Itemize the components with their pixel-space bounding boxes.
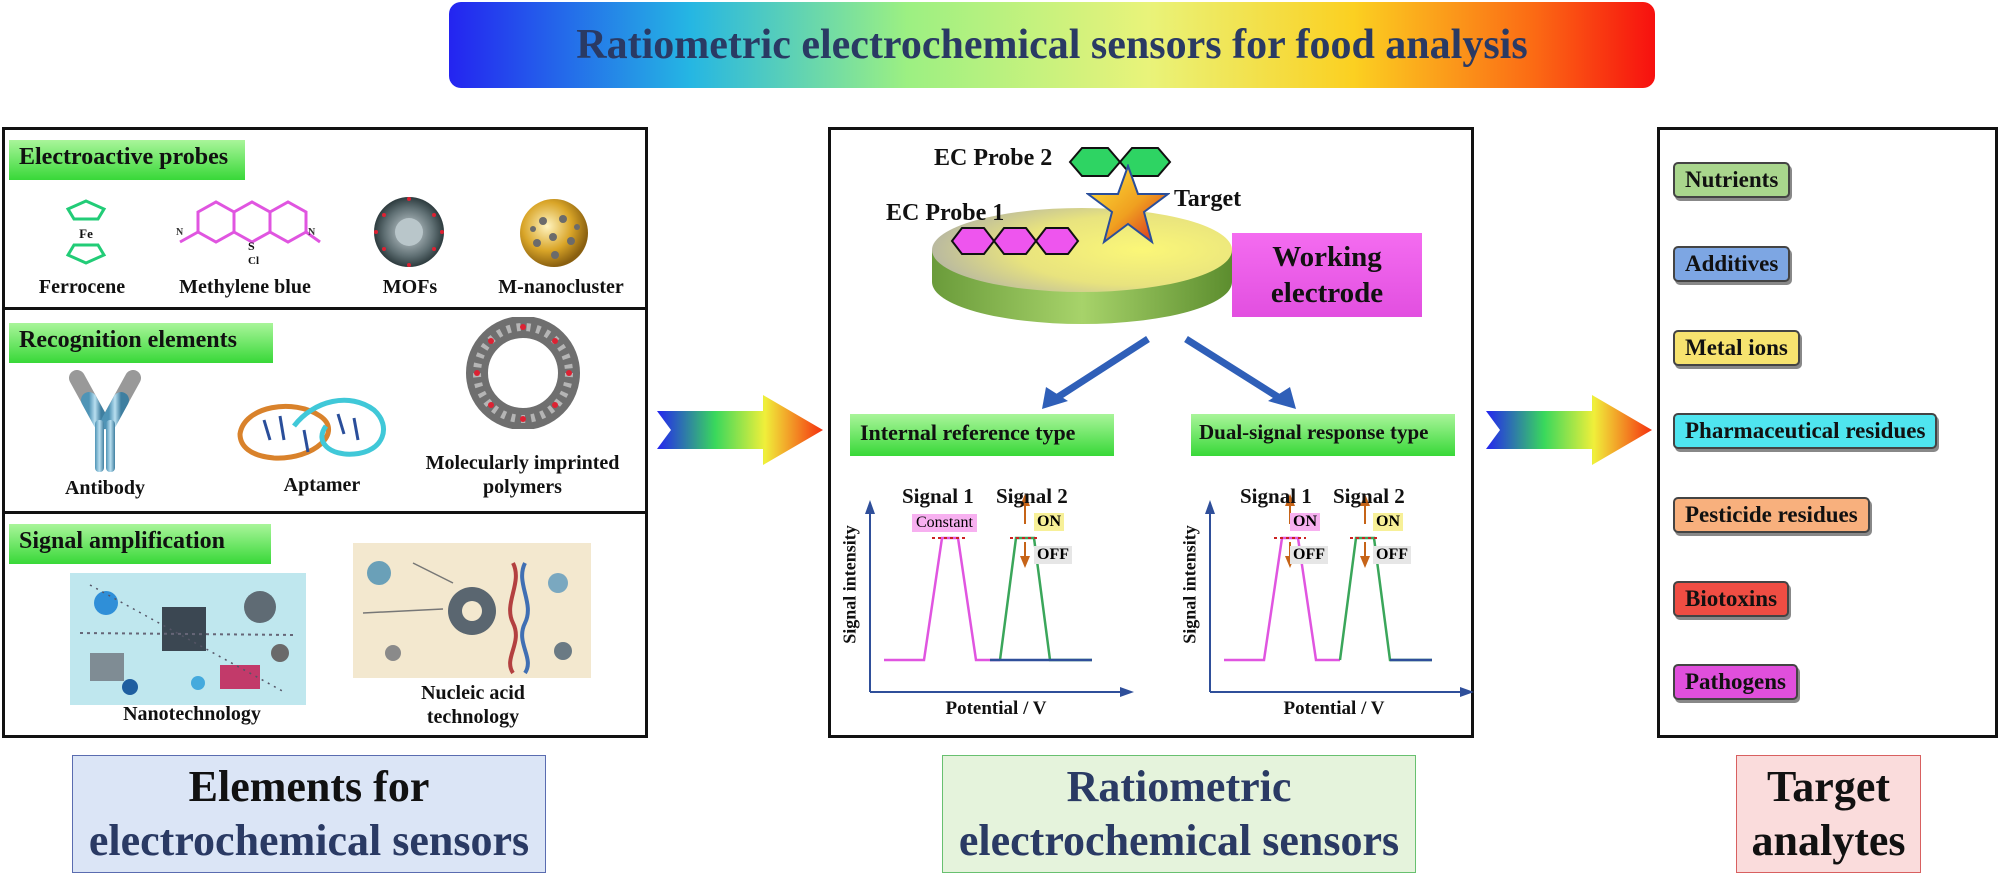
arrow-middle-to-right: [1486, 395, 1652, 465]
constant-badge: Constant: [912, 514, 977, 532]
internal-off-badge: OFF: [1034, 546, 1072, 564]
page-title: Ratiometric electrochemical sensors for …: [576, 22, 1528, 68]
bottom-label-target: Target analytes: [1736, 755, 1921, 873]
analyte-pesticide-residues: Pesticide residues: [1673, 497, 1870, 533]
analyte-pathogens: Pathogens: [1673, 664, 1798, 700]
type-internal-reference: Internal reference type: [850, 414, 1114, 456]
n-label-right: N: [308, 227, 316, 238]
label-nanotechnology: Nanotechnology: [123, 703, 261, 725]
bottom-elements-line-1: Elements for: [188, 762, 430, 811]
arrow-left-to-middle: [657, 395, 823, 465]
internal-signal-1-label: Signal 1: [902, 484, 974, 508]
internal-on-badge: ON: [1034, 513, 1064, 531]
internal-reference-plot: [865, 494, 1134, 697]
mof-icon: [374, 197, 444, 267]
section-title-recognition-elements: Recognition elements: [9, 323, 273, 363]
split-arrows: [1042, 336, 1296, 409]
dual-off-badge-2: OFF: [1373, 546, 1411, 564]
label-aptamer: Aptamer: [283, 474, 361, 496]
analyte-nutrients: Nutrients: [1673, 162, 1791, 198]
analyte-metal-ions: Metal ions: [1673, 330, 1800, 366]
dual-xlabel: Potential / V: [1283, 698, 1385, 719]
cl-label: Cl: [248, 255, 259, 267]
internal-signal-2-label: Signal 2: [996, 484, 1068, 508]
divider-1: [2, 307, 648, 310]
bottom-elements-line-2: electrochemical sensors: [88, 816, 530, 865]
divider-2: [2, 511, 648, 514]
internal-ylabel: Signal intensity: [839, 525, 860, 644]
type-dual-signal-response: Dual-signal response type: [1191, 414, 1455, 456]
bottom-target-line-1: Target: [1766, 762, 1891, 811]
ferrocene-icon: Fe: [65, 199, 107, 265]
dual-on-badge-1: ON: [1290, 513, 1320, 531]
label-m-nanocluster: M-nanocluster: [498, 276, 624, 298]
label-nucleic-acid-technology: Nucleic acid technology: [421, 682, 525, 728]
analyte-biotoxins: Biotoxins: [1673, 581, 1790, 617]
label-mip: Molecularly imprinted polymers: [425, 452, 620, 498]
bottom-target-line-2: analytes: [1751, 816, 1906, 865]
target-label: Target: [1174, 186, 1242, 212]
working-electrode-label: Working electrode: [1270, 241, 1384, 309]
ec-probe-1-molecule: [950, 227, 1080, 255]
methylene-blue-icon: N N S Cl: [176, 200, 321, 267]
section-title-signal-amplification: Signal amplification: [9, 524, 271, 564]
dual-on-badge-2: ON: [1373, 513, 1403, 531]
mip-icon: [466, 317, 580, 429]
title-banner: Ratiometric electrochemical sensors for …: [449, 2, 1655, 88]
label-mofs: MOFs: [382, 276, 438, 298]
bottom-label-ratiometric: Ratiometric electrochemical sensors: [942, 755, 1416, 873]
dual-signal-plot: [1205, 494, 1474, 697]
analyte-pharmaceutical-residues: Pharmaceutical residues: [1673, 413, 1938, 449]
analyte-additives: Additives: [1673, 246, 1791, 282]
dual-off-badge-1: OFF: [1290, 546, 1328, 564]
nanocluster-icon: [520, 199, 588, 267]
bottom-label-elements: Elements for electrochemical sensors: [72, 755, 546, 873]
section-title-electroactive-probes: Electroactive probes: [9, 140, 245, 180]
label-ferrocene: Ferrocene: [38, 276, 126, 298]
dual-signal-1-label: Signal 1: [1240, 484, 1312, 508]
antibody-icon: [69, 370, 141, 472]
internal-xlabel: Potential / V: [945, 698, 1047, 719]
aptamer-icon: [237, 397, 386, 461]
n-label-left: N: [176, 227, 184, 238]
fe-label: Fe: [79, 226, 93, 241]
working-electrode-box: Working electrode: [1232, 233, 1422, 317]
s-label: S: [248, 239, 255, 253]
dual-ylabel: Signal intensity: [1179, 525, 1200, 644]
nucleic-acid-image: [353, 543, 591, 678]
bottom-ratiometric-line-2: electrochemical sensors: [958, 816, 1400, 865]
bottom-ratiometric-line-1: Ratiometric: [1066, 762, 1292, 811]
dual-signal-2-label: Signal 2: [1333, 484, 1405, 508]
nanotechnology-image: [70, 573, 306, 705]
label-methylene-blue: Methylene blue: [179, 276, 311, 298]
label-antibody: Antibody: [64, 477, 146, 499]
target-star-icon: [1086, 164, 1170, 245]
ec-probe-2-label: EC Probe 2: [934, 145, 1053, 171]
ec-probe-1-label: EC Probe 1: [886, 200, 1005, 226]
